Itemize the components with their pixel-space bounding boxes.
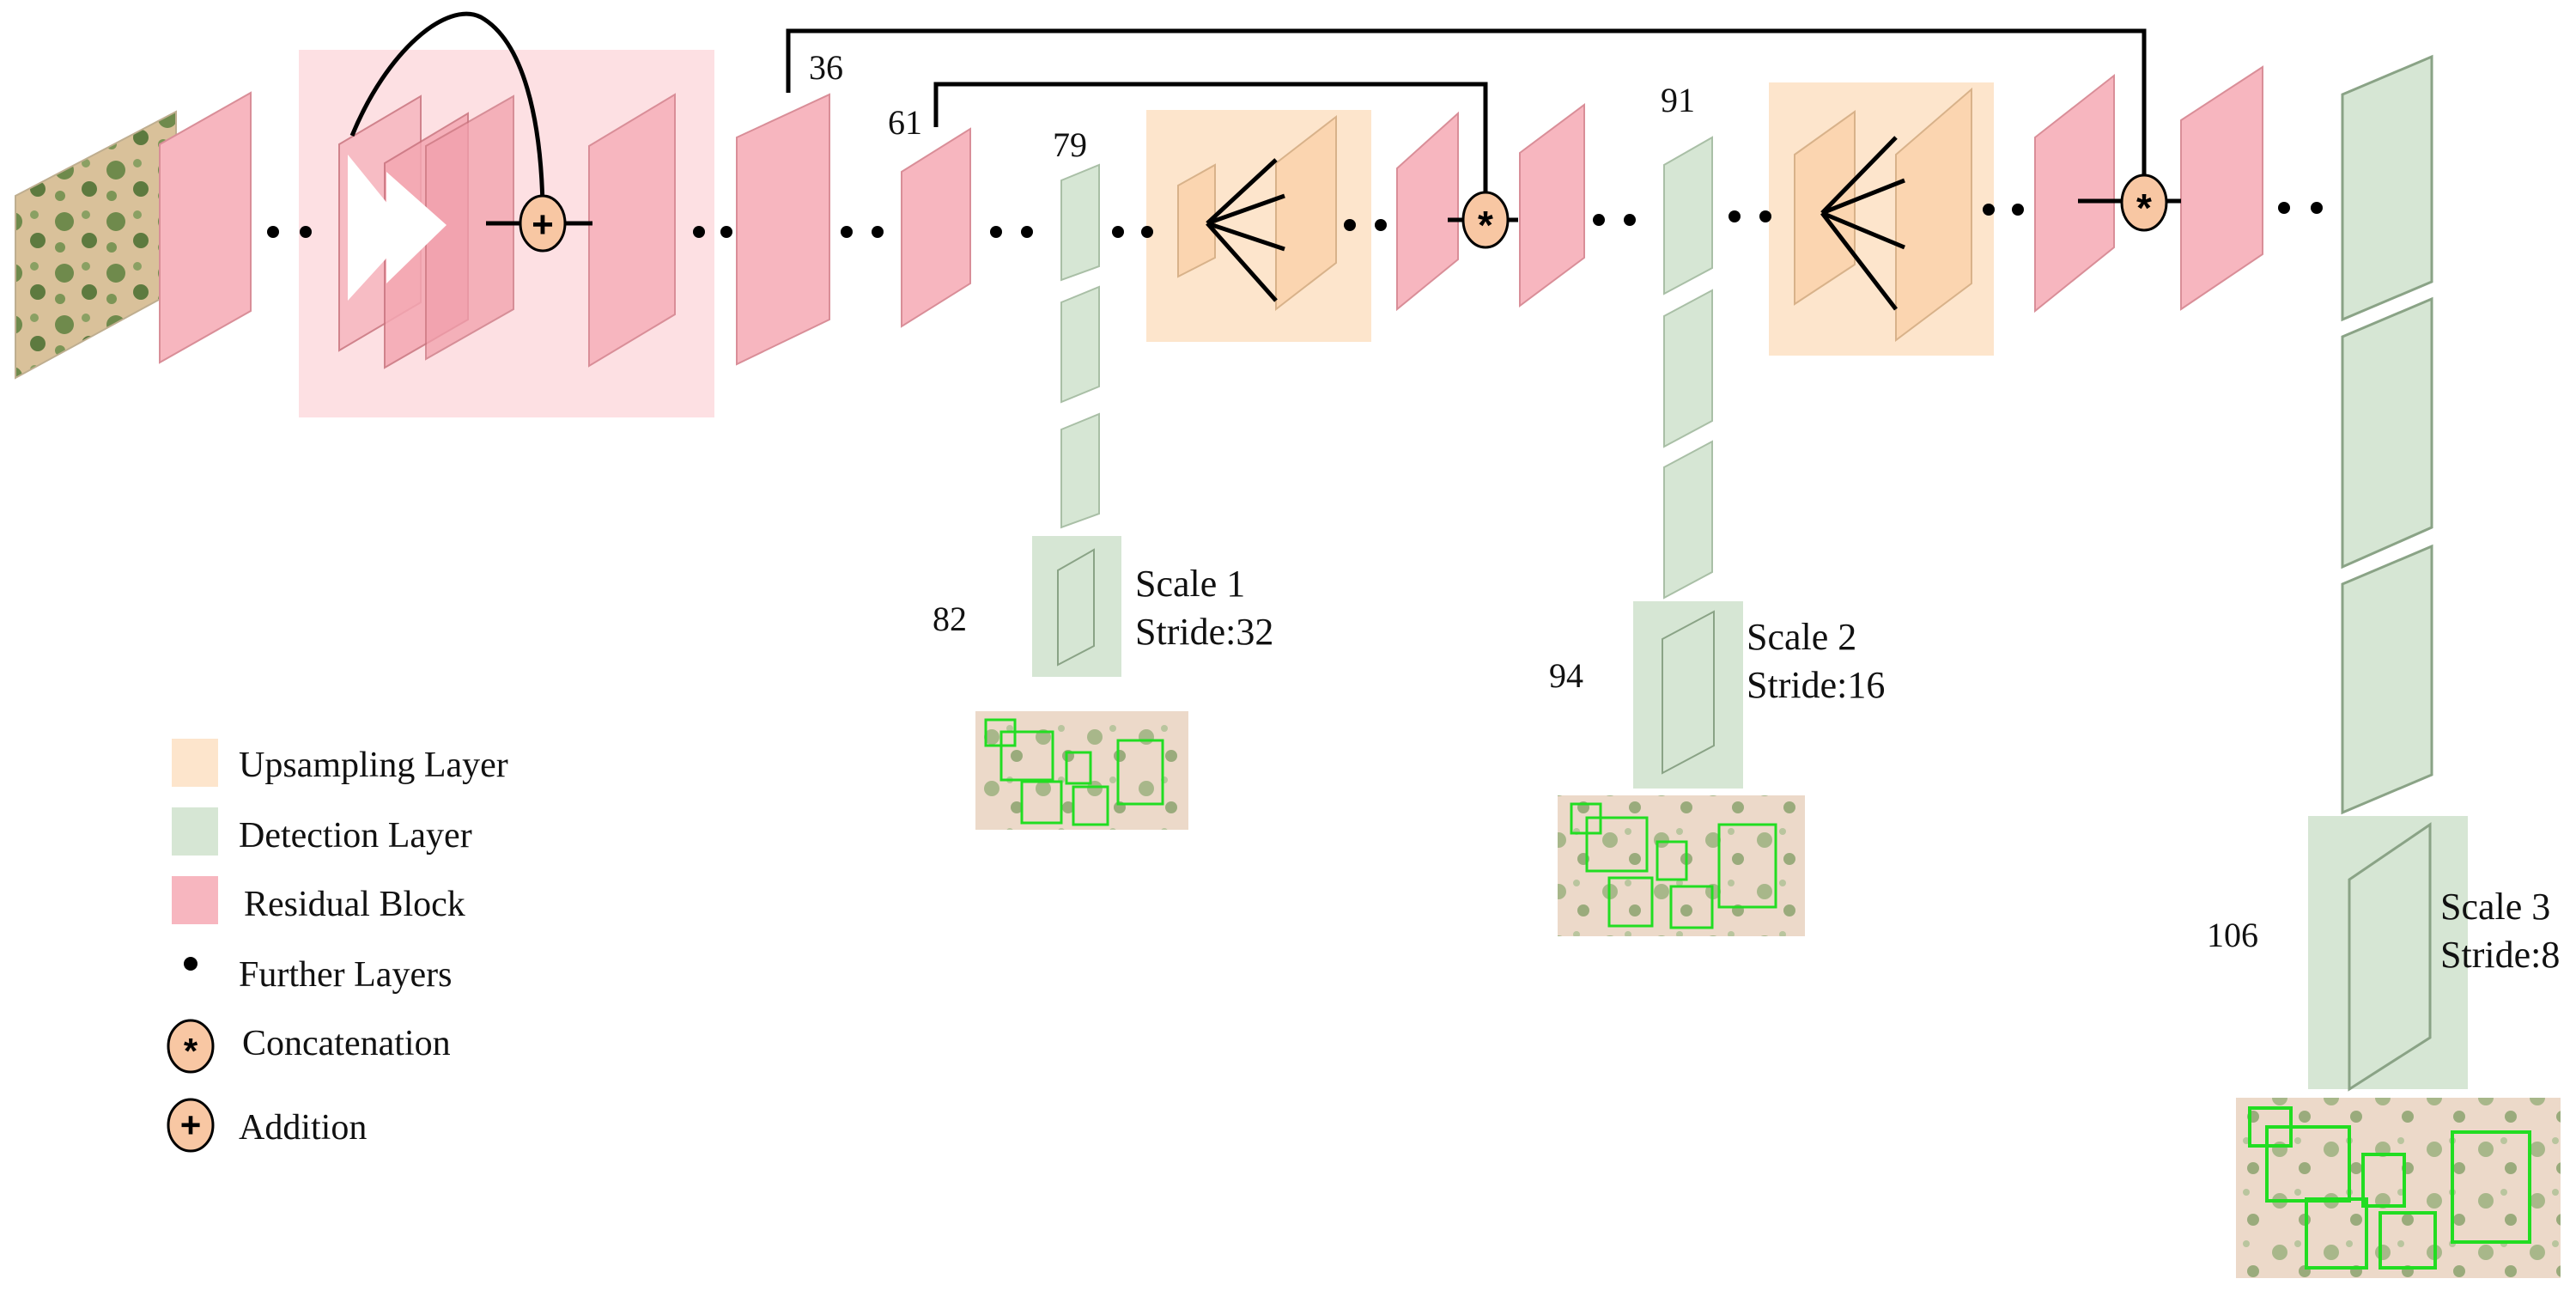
concatenation-operator-1: * bbox=[1461, 191, 1510, 249]
legend-swatch-upsampling bbox=[172, 739, 218, 787]
legend-label-further: Further Layers bbox=[239, 955, 452, 995]
scale-2-stride: Stride:16 bbox=[1747, 664, 1885, 706]
layer-number-91: 91 bbox=[1661, 81, 1695, 119]
layer-number-79: 79 bbox=[1053, 125, 1087, 164]
legend-label-residual: Residual Block bbox=[244, 885, 465, 924]
legend-label-concatenation: Concatenation bbox=[242, 1024, 451, 1063]
layer-number-36: 36 bbox=[809, 48, 843, 87]
legend-label-addition: Addition bbox=[239, 1108, 367, 1148]
layer-number-106: 106 bbox=[2207, 916, 2258, 954]
legend: Upsampling Layer Detection Layer Residua… bbox=[167, 739, 508, 1153]
residual-skip-arc bbox=[349, 11, 545, 207]
svg-text:*: * bbox=[184, 1031, 198, 1071]
layer-number-61: 61 bbox=[888, 103, 922, 142]
residual-layer-3 bbox=[1396, 111, 1459, 312]
residual-layer-4 bbox=[1519, 103, 1585, 308]
residual-block-internals bbox=[338, 94, 514, 369]
residual-layers bbox=[159, 65, 2263, 368]
scale-1-name: Scale 1 bbox=[1135, 563, 1245, 605]
residual-layer-2 bbox=[588, 93, 676, 368]
detection-column-3 bbox=[2308, 54, 2468, 1092]
svg-text:+: + bbox=[180, 1105, 202, 1145]
svg-text:*: * bbox=[1478, 203, 1493, 247]
layer-number-82: 82 bbox=[933, 600, 967, 638]
scale-3-name: Scale 3 bbox=[2440, 886, 2550, 928]
legend-concatenation-icon bbox=[167, 1019, 215, 1074]
detection-column-1 bbox=[1032, 163, 1121, 677]
scale-1-stride: Stride:32 bbox=[1135, 611, 1273, 653]
svg-text:*: * bbox=[2136, 186, 2152, 230]
input-aerial-image bbox=[15, 110, 177, 380]
detection-output-3 bbox=[2236, 1098, 2561, 1278]
layer-number-94: 94 bbox=[1549, 656, 1583, 695]
svg-text:+: + bbox=[532, 204, 554, 246]
upsampling-internals-2 bbox=[1794, 87, 1972, 342]
detection-output-1 bbox=[975, 711, 1188, 830]
residual-layer-1 bbox=[159, 91, 252, 364]
concatenation-operator-2: * bbox=[2120, 174, 2168, 232]
legend-label-detection: Detection Layer bbox=[239, 816, 472, 856]
skip-connections bbox=[349, 11, 2181, 226]
residual-layer-6 bbox=[2180, 65, 2263, 311]
further-layer-dots bbox=[267, 202, 2323, 238]
detection-output-2 bbox=[1558, 795, 1805, 936]
scale-2-name: Scale 2 bbox=[1747, 616, 1856, 658]
upsampling-internals-1 bbox=[1177, 114, 1337, 312]
residual-layer-5 bbox=[2034, 73, 2115, 314]
legend-swatch-detection bbox=[172, 807, 218, 856]
legend-dot-icon bbox=[184, 957, 197, 971]
addition-operator: + bbox=[519, 194, 567, 253]
route-61-connection bbox=[933, 82, 1488, 204]
route-36-connection bbox=[786, 28, 2147, 189]
residual-layer-36 bbox=[736, 93, 830, 366]
legend-swatch-residual bbox=[172, 876, 218, 924]
legend-label-upsampling: Upsampling Layer bbox=[239, 746, 508, 785]
residual-layer-61 bbox=[901, 127, 971, 328]
scale-3-stride: Stride:8 bbox=[2440, 934, 2560, 976]
detection-column-2 bbox=[1633, 136, 1743, 789]
legend-addition-icon bbox=[167, 1098, 215, 1153]
